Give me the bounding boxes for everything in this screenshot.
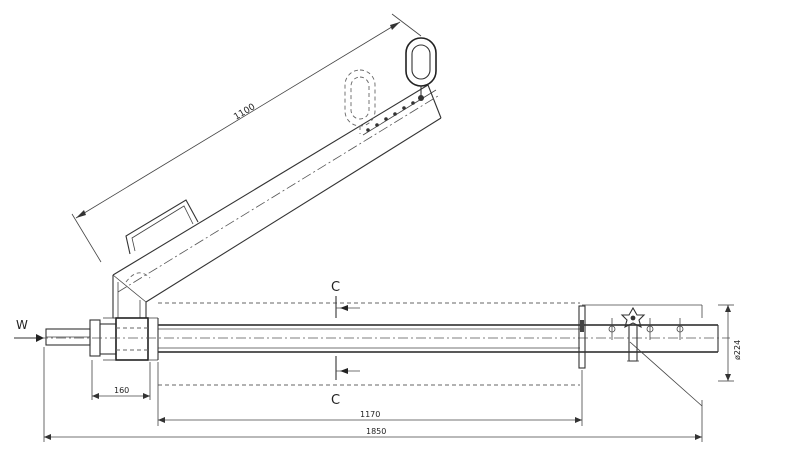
adjustment-holes (366, 101, 415, 132)
dimension-160: 160 (91, 360, 151, 400)
section-label-bottom: C (331, 393, 340, 408)
section-cut: C C (331, 280, 360, 408)
elbow-hidden-arc (125, 272, 151, 283)
pin-leader (629, 341, 703, 407)
inclined-arm: 1100 (71, 13, 442, 319)
section-label-top: C (331, 280, 340, 295)
dimension-1170: 1170 (157, 362, 583, 426)
arm-end (427, 84, 442, 119)
arm-bottom-edge (145, 117, 442, 303)
dimension-1100: 1100 (71, 13, 422, 263)
load-label: W (16, 318, 28, 332)
dimension-1170-text: 1170 (360, 410, 380, 419)
arm-centerline (117, 95, 439, 293)
washer (99, 323, 117, 355)
pin-holes (608, 318, 684, 340)
arm-top-edge (112, 84, 429, 276)
dimension-160-text: 160 (114, 386, 129, 395)
elbow-mitre (112, 274, 147, 303)
clamp-ring (578, 305, 586, 369)
dimension-1850: 1850 (43, 347, 703, 442)
dimension-1850-text: 1850 (366, 427, 386, 436)
collar-assembly (45, 317, 158, 361)
elbow-left (112, 275, 131, 319)
lifting-link (405, 37, 437, 101)
collar (115, 317, 149, 361)
load-arrow: W (14, 318, 44, 342)
main-tube (38, 305, 730, 407)
dimension-1100-text: 1100 (232, 102, 257, 123)
dimension-diameter-text: ø224 (733, 340, 742, 360)
lifting-link-alternate (344, 69, 376, 134)
handle-inner (131, 205, 194, 252)
dimension-diameter: ø224 (718, 304, 742, 382)
handle-outer (125, 199, 199, 255)
locking-pin (620, 306, 646, 362)
